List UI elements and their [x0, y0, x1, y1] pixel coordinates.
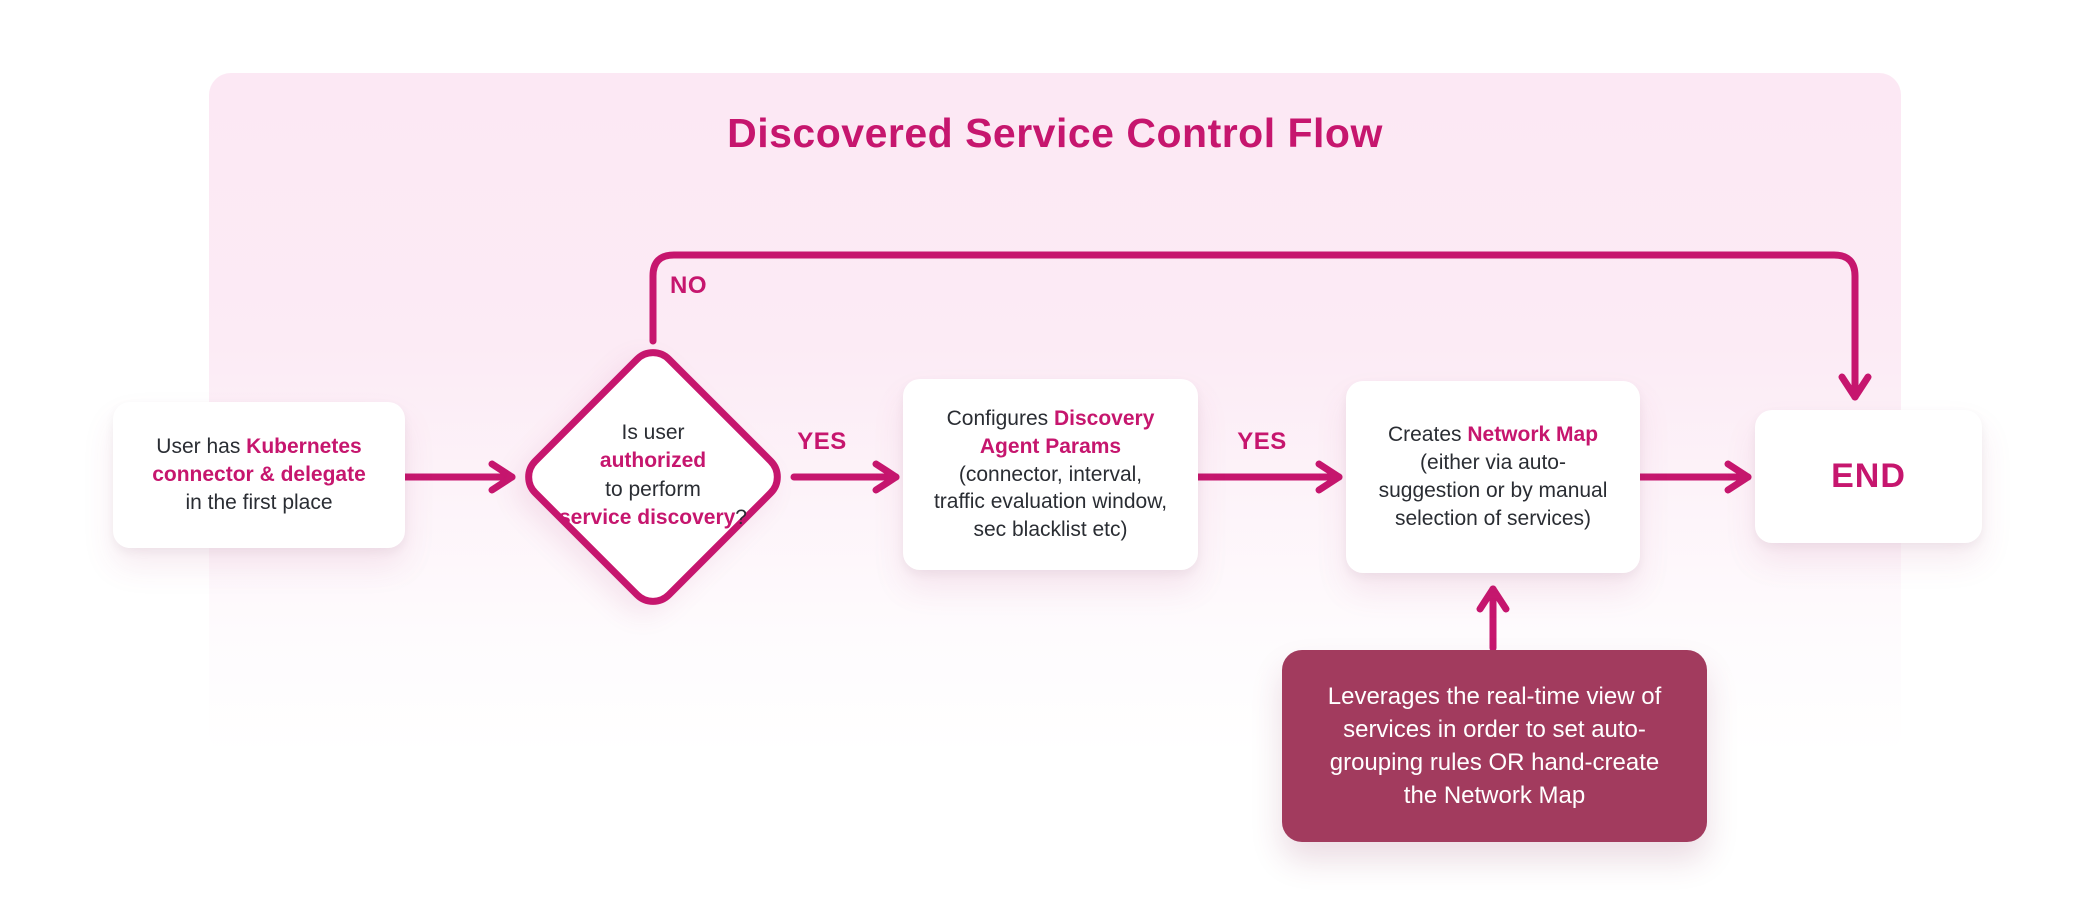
end-label: END [1831, 456, 1906, 495]
configure-text-pre: Configures [946, 406, 1054, 430]
start-text: User has Kubernetes connector & delegate… [152, 433, 366, 517]
edge-label-yes-configured: YES [1237, 428, 1287, 455]
decision-label: Is user authorized to perform service di… [545, 419, 761, 532]
edge-label-yes-authorized: YES [797, 428, 847, 455]
start-text-post: in the first place [185, 490, 333, 514]
edge-label-no: NO [670, 272, 707, 299]
note-box: Leverages the real-time view of services… [1282, 650, 1707, 842]
note-text: Leverages the real-time view of services… [1327, 682, 1662, 810]
decision-text-pre: Is user [621, 421, 685, 444]
create-text-post: (either via auto- suggestion or by manua… [1378, 451, 1608, 530]
start-text-accent: Kubernetes connector & delegate [152, 435, 366, 487]
decision-text-post: ? [735, 506, 747, 530]
configure-text-accent: Discovery Agent Params [979, 406, 1155, 458]
node-start: User has Kubernetes connector & delegate… [113, 402, 405, 548]
configure-text: Configures Discovery Agent Params (conne… [934, 405, 1167, 545]
node-end: END [1755, 410, 1982, 543]
decision-text-mid: to perform [605, 477, 701, 501]
create-text: Creates Network Map (either via auto- su… [1379, 421, 1608, 533]
create-text-pre: Creates [1387, 423, 1468, 447]
node-create-network-map: Creates Network Map (either via auto- su… [1346, 381, 1640, 573]
configure-text-post: (connector, interval, traffic evaluation… [933, 462, 1168, 542]
node-configure-params: Configures Discovery Agent Params (conne… [903, 379, 1198, 570]
diagram-title: Discovered Service Control Flow [727, 110, 1383, 156]
create-text-accent: Network Map [1467, 423, 1599, 447]
decision-text-accent-service-discovery: service discovery [559, 506, 736, 530]
start-text-pre: User has [156, 435, 247, 459]
decision-text-accent-authorized: authorized [599, 449, 707, 473]
